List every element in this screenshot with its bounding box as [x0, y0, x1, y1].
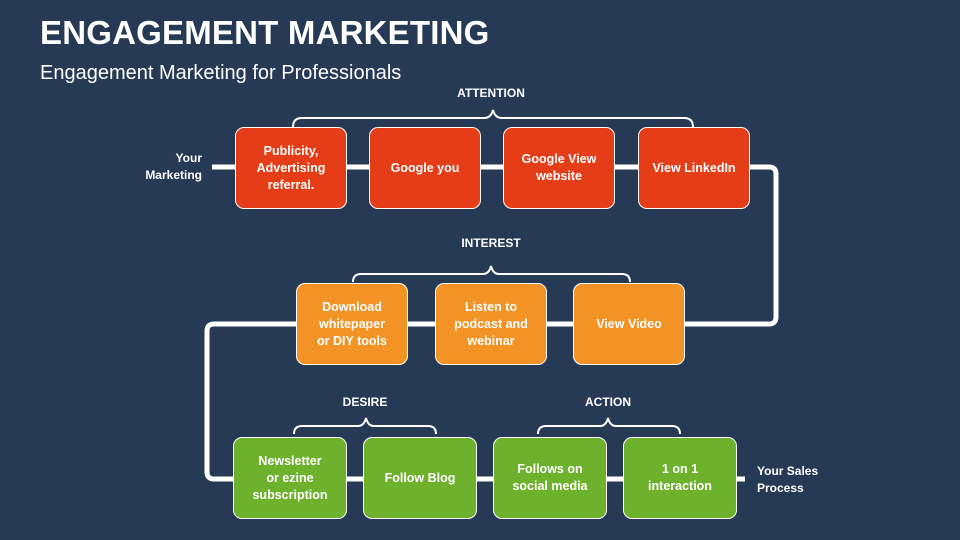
desire-brace [293, 417, 437, 435]
step-box: Google View website [503, 127, 615, 209]
start-label: Your Marketing [145, 151, 202, 182]
stage-label-interest: INTEREST [461, 236, 521, 250]
step-box: View Video [573, 283, 685, 365]
page-subtitle: Engagement Marketing for Professionals [40, 62, 402, 84]
attention-brace [292, 109, 694, 128]
step-box: Listen to podcast and webinar [435, 283, 547, 365]
page-title: ENGAGEMENT MARKETING [40, 14, 490, 51]
interest-brace [352, 265, 631, 283]
step-box: Download whitepaper or DIY tools [296, 283, 408, 365]
stage-label-attention: ATTENTION [457, 86, 525, 100]
step-box: View LinkedIn [638, 127, 750, 209]
step-box: Newsletter or ezine subscription [233, 437, 347, 519]
action-brace [537, 417, 681, 435]
stage-label-action: ACTION [585, 395, 631, 409]
step-box: Google you [369, 127, 481, 209]
stage-label-desire: DESIRE [342, 395, 388, 409]
step-box: 1 on 1 interaction [623, 437, 737, 519]
step-box: Follows on social media [493, 437, 607, 519]
step-box: Publicity, Advertising referral. [235, 127, 347, 209]
step-box: Follow Blog [363, 437, 477, 519]
end-label: Your Sales Process [757, 464, 819, 495]
